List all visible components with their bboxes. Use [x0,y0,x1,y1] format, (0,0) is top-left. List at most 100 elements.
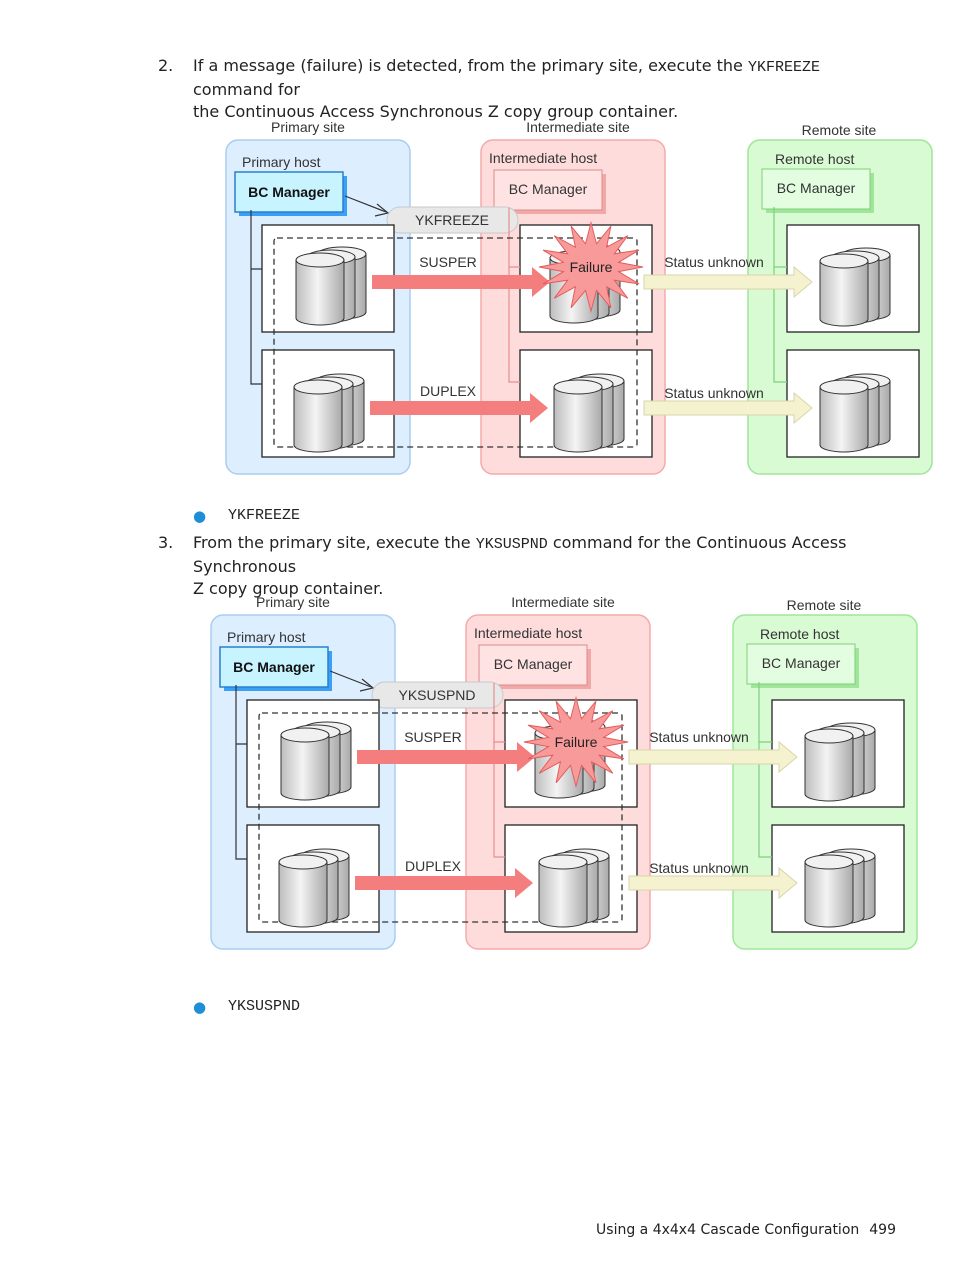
cylinder-body [280,734,330,801]
step-text: If a message (failure) is detected, from… [193,55,898,123]
command-pill-label: YKSUSPND [398,687,475,703]
status-unknown-arrow-top [643,265,813,299]
command-pill [371,681,504,709]
cylinder-body [819,386,869,453]
remote-site-title: Remote site [802,122,877,138]
intermediate-host-label: Intermediate host [489,150,597,166]
cylinder-top [538,854,588,870]
cylinder-body [278,861,328,928]
step-text-part: the Continuous Access Synchronous Z copy… [193,102,679,121]
step-text-part: If a message (failure) is detected, from… [193,56,748,75]
cylinder-top [280,727,330,743]
step-text-part: command for [193,80,300,99]
page-footer: Using a 4x4x4 Cascade Configuration 499 [586,1222,896,1238]
status-unknown-arrow-top [628,740,798,774]
duplex-copy-arrow [370,393,548,423]
cylinder-top [278,854,328,870]
bc-manager-box-remote [761,168,871,210]
susper-copy-arrow [357,742,535,772]
cascade-diagram-yksuspnd: Primary site Intermediate site Remote site… [210,594,918,950]
failure-burst-icon [538,220,644,314]
bc-manager-label-primary: BC Manager [248,184,330,200]
primary-host-label: Primary host [227,629,306,645]
duplex-label: DUPLEX [420,383,477,399]
bc-manager-box-remote [746,643,856,685]
bc-manager-label-intermediate: BC Manager [509,181,588,197]
cylinder-body [293,386,343,453]
intermediate-tree-connector [508,208,520,383]
cylinder-top [553,379,603,395]
command-pill [386,206,519,234]
step-number: 2. [158,56,174,75]
cascade-diagram-ykfreeze: Primary site Intermediate site Remote site… [225,119,933,475]
remote-tree-connector [773,207,787,383]
command-pill-label: YKFREEZE [415,212,489,228]
command-arrow-line [344,195,387,213]
status-unknown-label-top: Status unknown [649,729,749,745]
step-number: 3. [158,533,174,552]
step-text: From the primary site, execute the YKSUS… [193,532,898,600]
command-arrowhead-icon [374,203,390,217]
bc-manager-box-intermediate [478,644,588,686]
remote-host-label: Remote host [760,626,839,642]
status-unknown-label-bottom: Status unknown [649,860,749,876]
copy-group-container [258,712,623,923]
duplex-copy-arrow [355,868,533,898]
primary-tree-connector [235,685,247,860]
bc-manager-label-primary: BC Manager [233,659,315,675]
status-unknown-label-top: Status unknown [664,254,764,270]
cylinder-top [819,379,869,395]
bullet-label: YKFREEZE [228,507,301,524]
bc-manager-box-primary [234,171,344,213]
status-unknown-arrow-bottom [643,391,813,425]
primary-host-label: Primary host [242,154,321,170]
cylinder-top [295,252,345,268]
bc-manager-label-intermediate: BC Manager [494,656,573,672]
page-number: 499 [869,1222,896,1238]
command-arrowhead-icon [359,678,375,692]
remote-site-title: Remote site [787,597,862,613]
remote-tree-connector [758,682,772,858]
cylinder-top [819,253,869,269]
command-arrow-line [329,670,372,688]
cylinder-top [804,854,854,870]
bc-manager-box-primary [219,646,329,688]
primary-tree-connector [250,210,262,385]
duplex-label: DUPLEX [405,858,462,874]
status-unknown-label-bottom: Status unknown [664,385,764,401]
failure-label: Failure [570,259,613,275]
susper-copy-arrow [372,267,550,297]
intermediate-site-title: Intermediate site [511,594,615,610]
intermediate-site-title: Intermediate site [526,119,630,135]
susper-label: SUSPER [419,254,477,270]
command-name: YKSUSPND [475,536,548,553]
copy-group-container [273,237,638,448]
bc-manager-label-remote: BC Manager [777,180,856,196]
intermediate-host-label: Intermediate host [474,625,582,641]
intermediate-tree-connector [493,683,505,858]
command-name: YKFREEZE [747,59,820,76]
bullet-dot: ● [193,507,207,525]
primary-site-title: Primary site [256,594,330,610]
cylinder-body [553,386,603,453]
cylinder-top [293,379,343,395]
cylinder-body [819,260,869,327]
failure-burst-icon [523,695,629,789]
primary-site-title: Primary site [271,119,345,135]
bullet-dot: ● [193,998,207,1016]
remote-host-label: Remote host [775,151,854,167]
step-text-part: From the primary site, execute the [193,533,476,552]
bc-manager-box-intermediate [493,169,603,211]
bc-manager-label-remote: BC Manager [762,655,841,671]
footer-title: Using a 4x4x4 Cascade Configuration [596,1222,860,1238]
step-text-part: command for the Continuous Access Synchr… [193,533,847,576]
status-unknown-arrow-bottom [628,866,798,900]
failure-label: Failure [555,734,598,750]
cylinder-body [804,861,854,928]
bullet-label: YKSUSPND [228,998,301,1015]
cylinder-body [804,735,854,802]
cylinder-body [295,259,345,326]
cylinder-body [538,861,588,928]
step-text-part: Z copy group container. [193,579,384,598]
susper-label: SUSPER [404,729,462,745]
